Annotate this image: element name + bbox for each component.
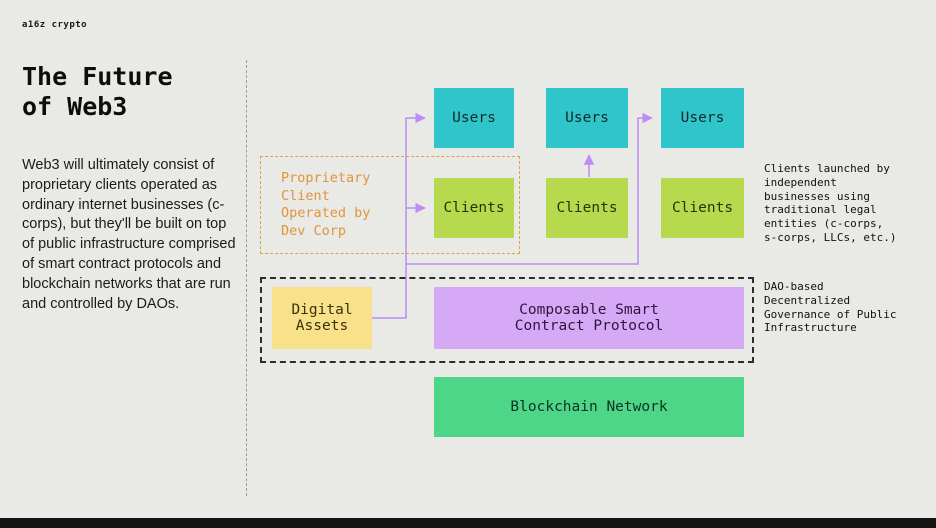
users-box-1: Users xyxy=(434,88,514,148)
intro-paragraph: Web3 will ultimately consist of propriet… xyxy=(22,157,236,312)
clients-box-3: Clients xyxy=(661,178,744,238)
brand-logo: a16z crypto xyxy=(22,20,88,30)
page-title: The Future of Web3 xyxy=(22,62,173,121)
dao-governance-frame xyxy=(260,277,754,363)
proprietary-client-frame xyxy=(260,156,520,254)
users-box-3: Users xyxy=(661,88,744,148)
vertical-divider xyxy=(246,60,247,496)
digital-assets-box: Digital Assets xyxy=(272,287,372,349)
proprietary-client-label: Proprietary Client Operated by Dev Corp xyxy=(281,170,371,239)
blockchain-network-box: Blockchain Network xyxy=(434,377,744,437)
annotation-dao: DAO-based Decentralized Governance of Pu… xyxy=(764,280,897,335)
clients-box-1: Clients xyxy=(434,178,514,238)
bottom-bar xyxy=(0,518,936,528)
clients-box-2: Clients xyxy=(546,178,628,238)
users-box-2: Users xyxy=(546,88,628,148)
annotation-clients: Clients launched by independent business… xyxy=(764,162,897,244)
smart-contract-protocol-box: Composable Smart Contract Protocol xyxy=(434,287,744,349)
